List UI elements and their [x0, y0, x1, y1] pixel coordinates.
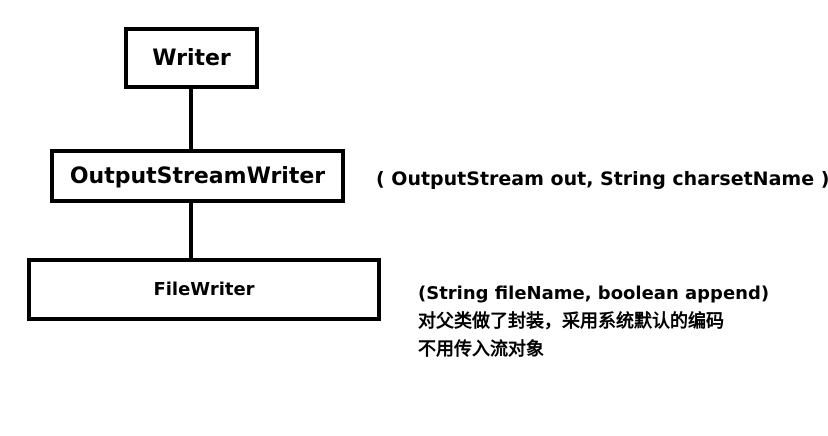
node-writer: Writer — [124, 27, 259, 89]
annotation-filewriter: (String fileName, boolean append) 对父类做了封… — [418, 280, 769, 364]
node-filewriter: FileWriter — [27, 258, 381, 321]
annotation-filewriter-signature: (String fileName, boolean append) — [418, 283, 770, 304]
node-writer-label: Writer — [152, 45, 231, 71]
connector-writer-outputstreamwriter — [189, 89, 193, 149]
node-outputstreamwriter: OutputStreamWriter — [50, 149, 345, 203]
annotation-outputstreamwriter: ( OutputStream out, String charsetName ) — [376, 168, 828, 190]
node-filewriter-label: FileWriter — [153, 279, 255, 300]
node-outputstreamwriter-label: OutputStreamWriter — [69, 163, 326, 189]
connector-outputstreamwriter-filewriter — [189, 203, 193, 258]
annotation-filewriter-note-1: 对父类做了封装，采用系统默认的编码 — [418, 311, 724, 332]
annotation-filewriter-note-2: 不用传入流对象 — [418, 339, 544, 360]
